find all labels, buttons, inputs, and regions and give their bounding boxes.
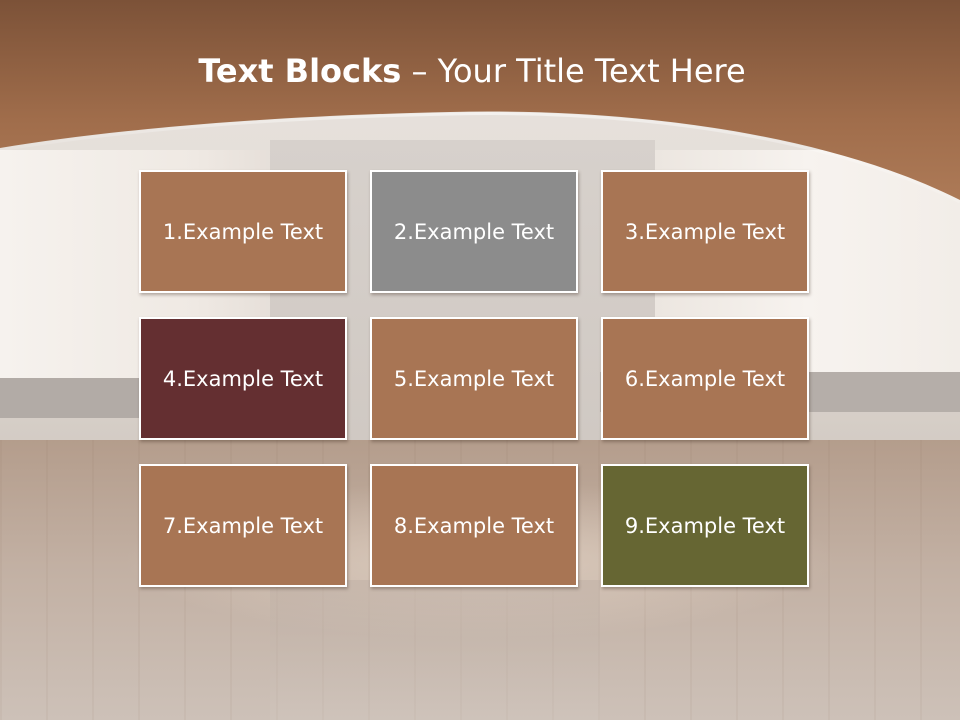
text-block-5[interactable]: 5.Example Text	[370, 317, 578, 440]
text-block-grid: 1.Example Text 2.Example Text 3.Example …	[139, 170, 815, 594]
slide-title: Text Blocks – Your Title Text Here	[0, 52, 944, 90]
text-block-9[interactable]: 9.Example Text	[601, 464, 809, 587]
text-block-1[interactable]: 1.Example Text	[139, 170, 347, 293]
text-block-7[interactable]: 7.Example Text	[139, 464, 347, 587]
header-band	[0, 0, 960, 210]
text-block-8[interactable]: 8.Example Text	[370, 464, 578, 587]
text-block-2[interactable]: 2.Example Text	[370, 170, 578, 293]
title-rest-part: – Your Title Text Here	[401, 52, 746, 90]
text-block-3[interactable]: 3.Example Text	[601, 170, 809, 293]
text-block-4[interactable]: 4.Example Text	[139, 317, 347, 440]
text-block-6[interactable]: 6.Example Text	[601, 317, 809, 440]
background-floor-reflection	[270, 580, 600, 720]
header-band-shape	[0, 0, 960, 204]
title-bold-part: Text Blocks	[198, 52, 402, 90]
